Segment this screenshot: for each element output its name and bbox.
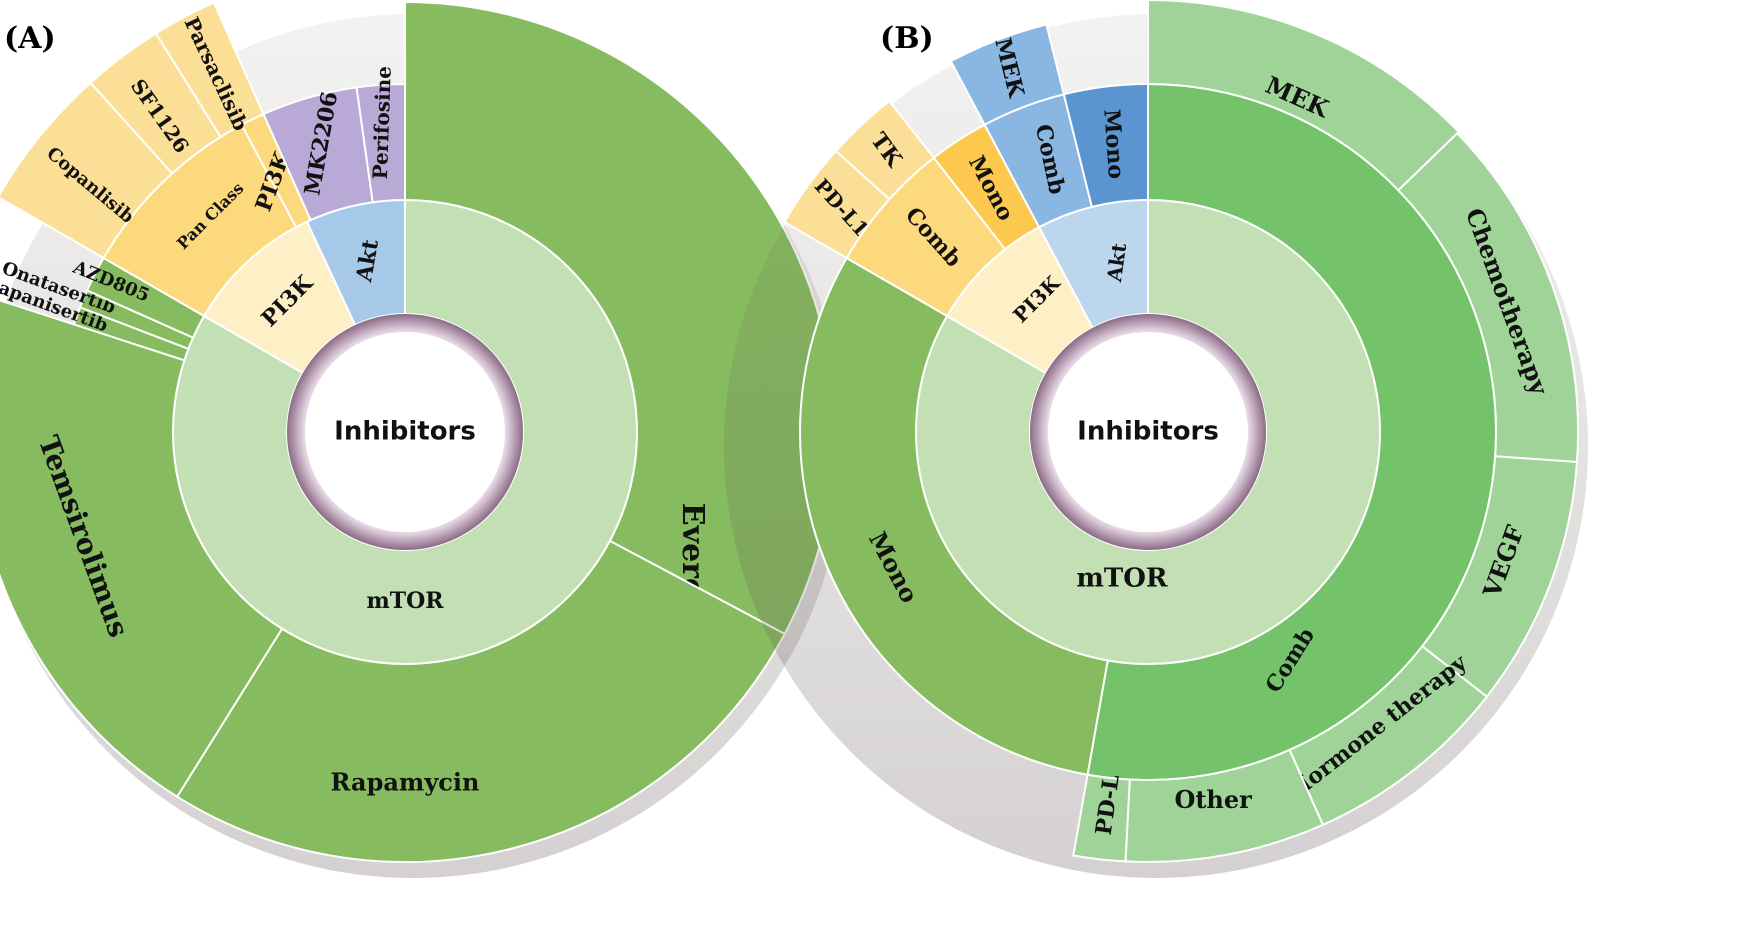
rapamycin-segment [175, 539, 787, 863]
perifosine-segment [355, 82, 406, 204]
temsirolimus-segment [0, 299, 284, 799]
center-label: Inhibitors [334, 417, 476, 447]
other-label: Other [1174, 785, 1252, 814]
mono-segment [1062, 82, 1149, 209]
mek-segment [1147, 0, 1461, 192]
mtor-label: mTOR [366, 588, 444, 614]
perifosine-label: Perifosine [368, 66, 396, 180]
rapamycin-label: Rapamycin [331, 768, 480, 797]
center-disc [305, 332, 505, 532]
panel-a: mTORPI3KAktEverolimusRapamycinTemsirolim… [0, 0, 845, 878]
mtor-label: mTOR [1076, 564, 1168, 594]
mono-label: Mono [1098, 108, 1129, 179]
pd-l-segment [1072, 773, 1131, 863]
tk-segment [834, 99, 936, 201]
panel-b-label: (B) [880, 21, 934, 56]
mono-segment [799, 256, 1109, 776]
panel-a-label: (A) [4, 21, 56, 56]
center-label: Inhibitors [1077, 417, 1219, 447]
mek-segment [949, 23, 1066, 127]
center-disc [1048, 332, 1248, 532]
akt-label: Akt [1102, 241, 1131, 284]
parsaclisib-segment [154, 1, 265, 139]
